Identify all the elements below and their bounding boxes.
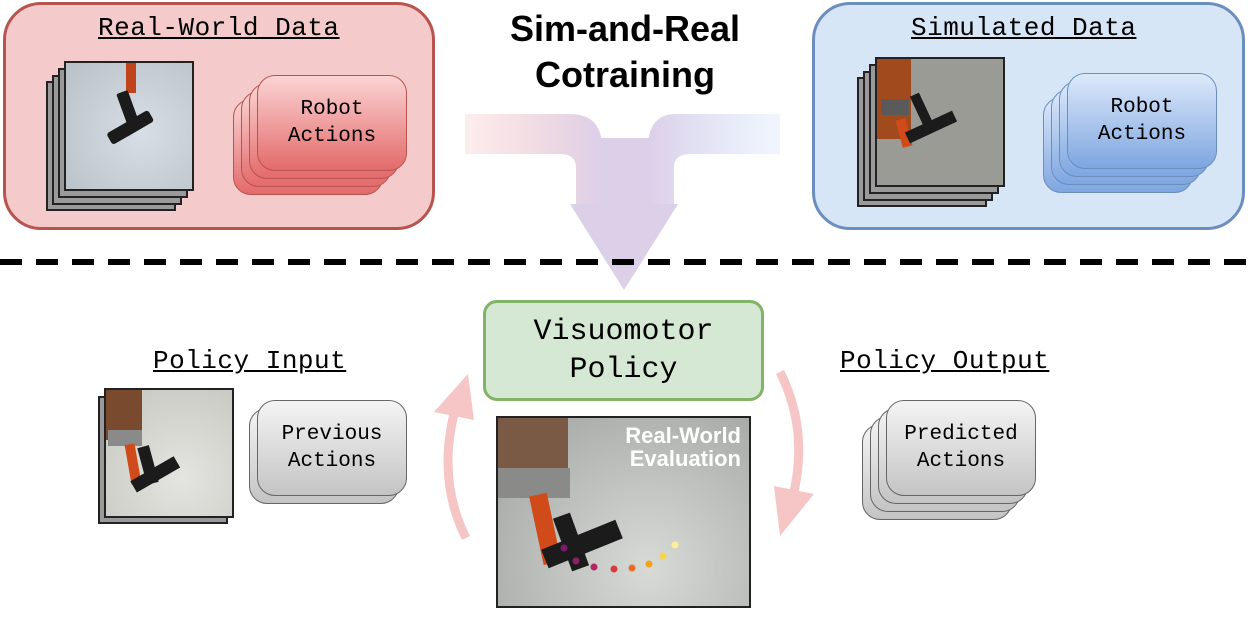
sim-robot-image bbox=[875, 57, 1005, 187]
trajectory-point bbox=[572, 557, 580, 565]
predicted-actions-card: Predicted Actions bbox=[886, 400, 1036, 496]
real-world-evaluation-image: Real-World Evaluation bbox=[496, 416, 751, 608]
trajectory-point bbox=[671, 541, 679, 549]
sim-actions-label: Robot Actions bbox=[1097, 96, 1187, 146]
predicted-actions-label: Predicted Actions bbox=[904, 423, 1018, 473]
merge-arrow bbox=[465, 114, 780, 290]
previous-actions-card: Previous Actions bbox=[257, 400, 407, 496]
trajectory-point bbox=[610, 565, 618, 573]
trajectory-point bbox=[628, 564, 636, 572]
policy-output-heading: Policy Output bbox=[840, 346, 1050, 376]
sim-image-stack bbox=[857, 57, 1007, 207]
loop-arrow-down bbox=[774, 369, 814, 536]
sim-actions-card: Robot Actions bbox=[1067, 73, 1217, 169]
cotraining-title: Sim-and-Real Cotraining bbox=[509, 8, 741, 95]
simulated-data-heading: Simulated Data bbox=[911, 13, 1137, 43]
real-tool-icon bbox=[107, 63, 154, 144]
policy-input-image-stack bbox=[98, 388, 238, 528]
trajectory-point bbox=[560, 544, 568, 552]
real-image-stack bbox=[46, 61, 196, 211]
real-world-evaluation-label: Real-World Evaluation bbox=[625, 423, 741, 471]
trajectory-point bbox=[645, 560, 653, 568]
real-actions-label: Robot Actions bbox=[287, 98, 377, 148]
policy-input-heading: Policy Input bbox=[153, 346, 347, 376]
real-world-data-heading: Real-World Data bbox=[98, 13, 340, 43]
trajectory-point bbox=[590, 563, 598, 571]
real-actions-card: Robot Actions bbox=[257, 75, 407, 171]
section-divider bbox=[0, 259, 1248, 265]
loop-arrow-up bbox=[434, 374, 474, 541]
visuomotor-policy-label: Visuomotor Policy bbox=[533, 314, 714, 387]
evaluation-scene bbox=[498, 418, 679, 573]
sim-robot-icon bbox=[877, 59, 958, 148]
visuomotor-policy-box: Visuomotor Policy bbox=[483, 300, 764, 401]
real-world-data-panel: Real-World Data Robot Actions bbox=[3, 2, 435, 230]
simulated-data-panel: Simulated Data Robot Actions bbox=[812, 2, 1245, 230]
policy-input-robot-icon bbox=[106, 390, 181, 493]
previous-actions-label: Previous Actions bbox=[281, 423, 383, 473]
real-robot-image bbox=[64, 61, 194, 191]
policy-input-image bbox=[104, 388, 234, 518]
trajectory-point bbox=[659, 552, 667, 560]
